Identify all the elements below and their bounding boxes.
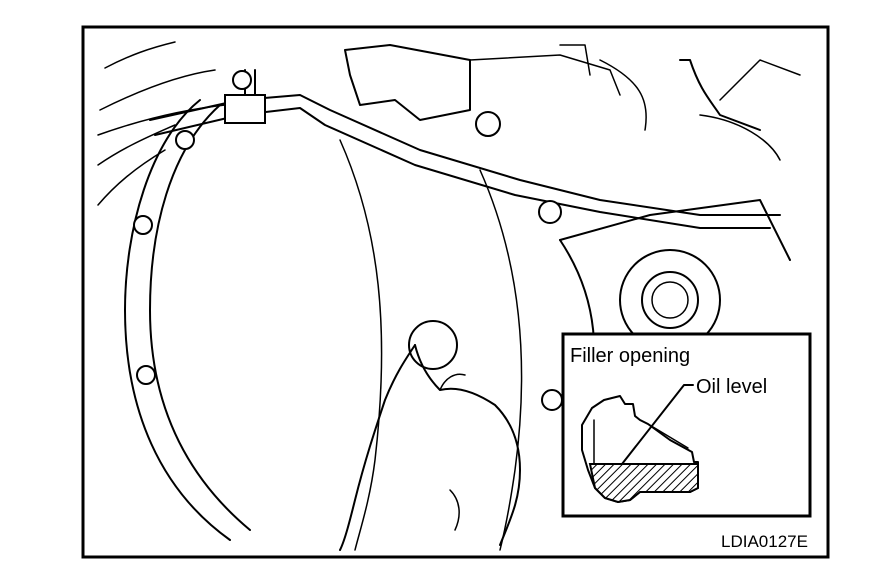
figure-code: LDIA0127E [721, 532, 808, 551]
oil-level-inset: Filler opening Oil level [561, 332, 812, 518]
oil-fill-area [588, 463, 699, 504]
differential-carrier-drawing [97, 41, 801, 551]
cover-bolts [133, 70, 563, 411]
oil-level-leader [621, 384, 694, 465]
filler-opening-label: Filler opening [570, 345, 690, 367]
oil-level-label: Oil level [696, 376, 767, 398]
